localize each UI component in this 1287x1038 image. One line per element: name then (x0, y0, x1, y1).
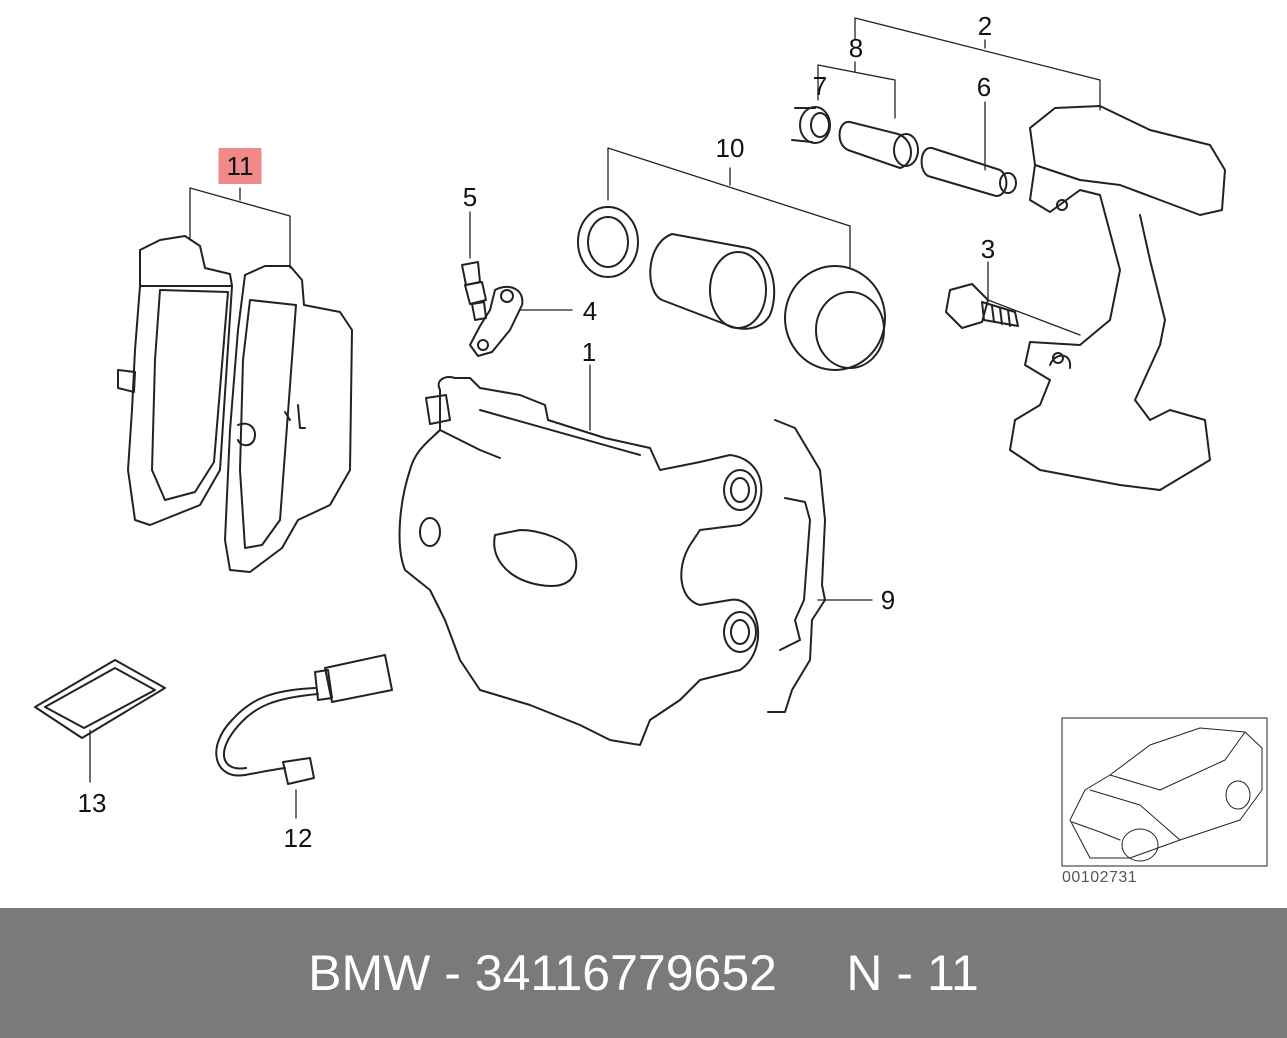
diagram-drawing (34, 17, 1268, 867)
caliper-carrier-drawing (1009, 105, 1226, 491)
anti-rattle-spring-drawing (767, 419, 826, 713)
grease-packet-drawing (34, 659, 166, 739)
callout-13: 13 (77, 788, 107, 818)
callout-3: 3 (980, 234, 996, 264)
vehicle-thumbnail (1061, 717, 1268, 867)
callout-9: 9 (880, 585, 896, 615)
callout-2: 2 (977, 11, 993, 41)
footer-bar: BMW - 34116779652 N - 11 (0, 908, 1287, 1038)
carrier-bolt-drawing (945, 283, 1019, 329)
callout-11: 11 (218, 148, 262, 184)
piston-seals-drawing (577, 206, 886, 371)
callout-8: 8 (848, 33, 864, 63)
part-number-caption: BMW - 34116779652 N - 11 (308, 945, 979, 1001)
callout-7: 7 (812, 71, 828, 101)
leader-lines (89, 17, 1101, 819)
bracket-clip-drawing (469, 285, 524, 357)
callout-6: 6 (976, 72, 992, 102)
callout-12: 12 (283, 823, 313, 853)
guide-bolt-parts-drawing (791, 106, 1017, 197)
caliper-housing-drawing (398, 376, 763, 746)
bleeder-screw-drawing (461, 261, 487, 321)
callout-5: 5 (462, 182, 478, 212)
wear-sensor-drawing (215, 654, 393, 785)
callout-4: 4 (582, 296, 598, 326)
parts-diagram: 11 2 8 7 6 10 5 4 3 1 9 13 12 00102731 (34, 11, 1268, 886)
callout-10: 10 (715, 133, 745, 163)
brake-pads-drawing (117, 235, 353, 573)
callout-1: 1 (581, 337, 597, 367)
diagram-reference-code: 00102731 (1062, 869, 1138, 886)
